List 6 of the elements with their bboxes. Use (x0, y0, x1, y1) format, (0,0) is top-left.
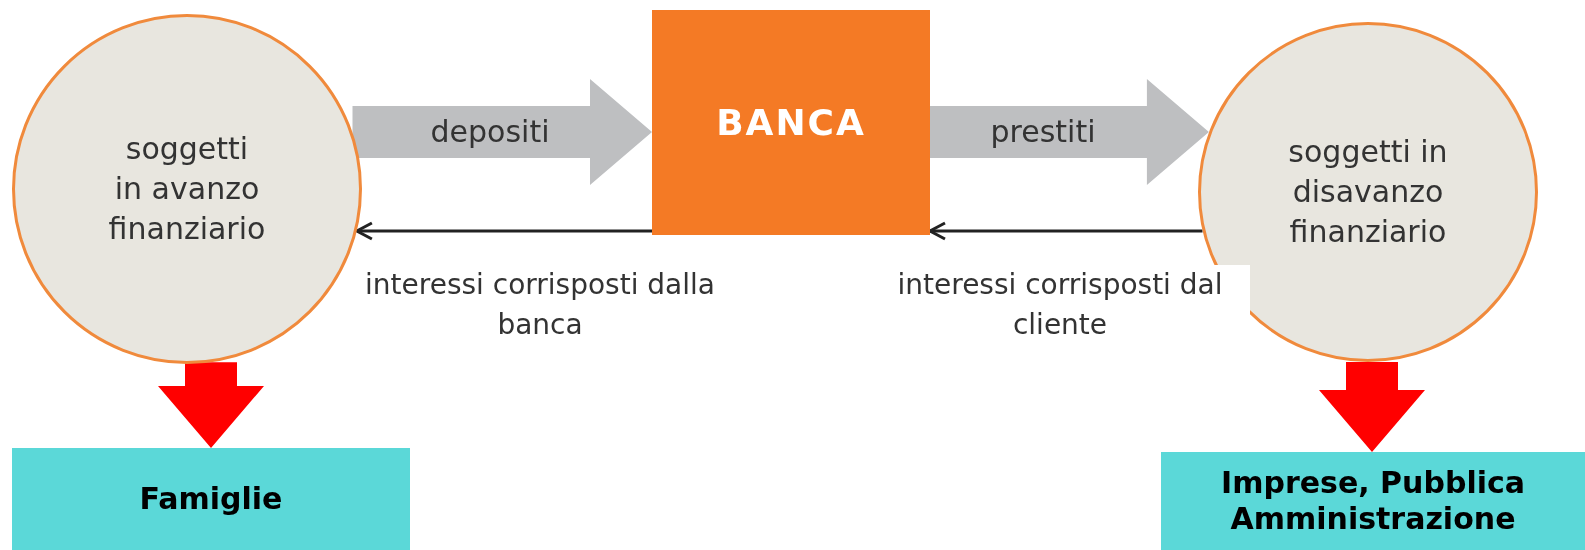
bank-box: BANCA (652, 10, 930, 235)
block-arrow (1319, 362, 1425, 452)
block-arrow (158, 362, 264, 448)
target-box: Imprese, Pubblica Amministrazione (1161, 452, 1585, 550)
target-box: Famiglie (12, 448, 410, 550)
arrow (355, 221, 652, 241)
